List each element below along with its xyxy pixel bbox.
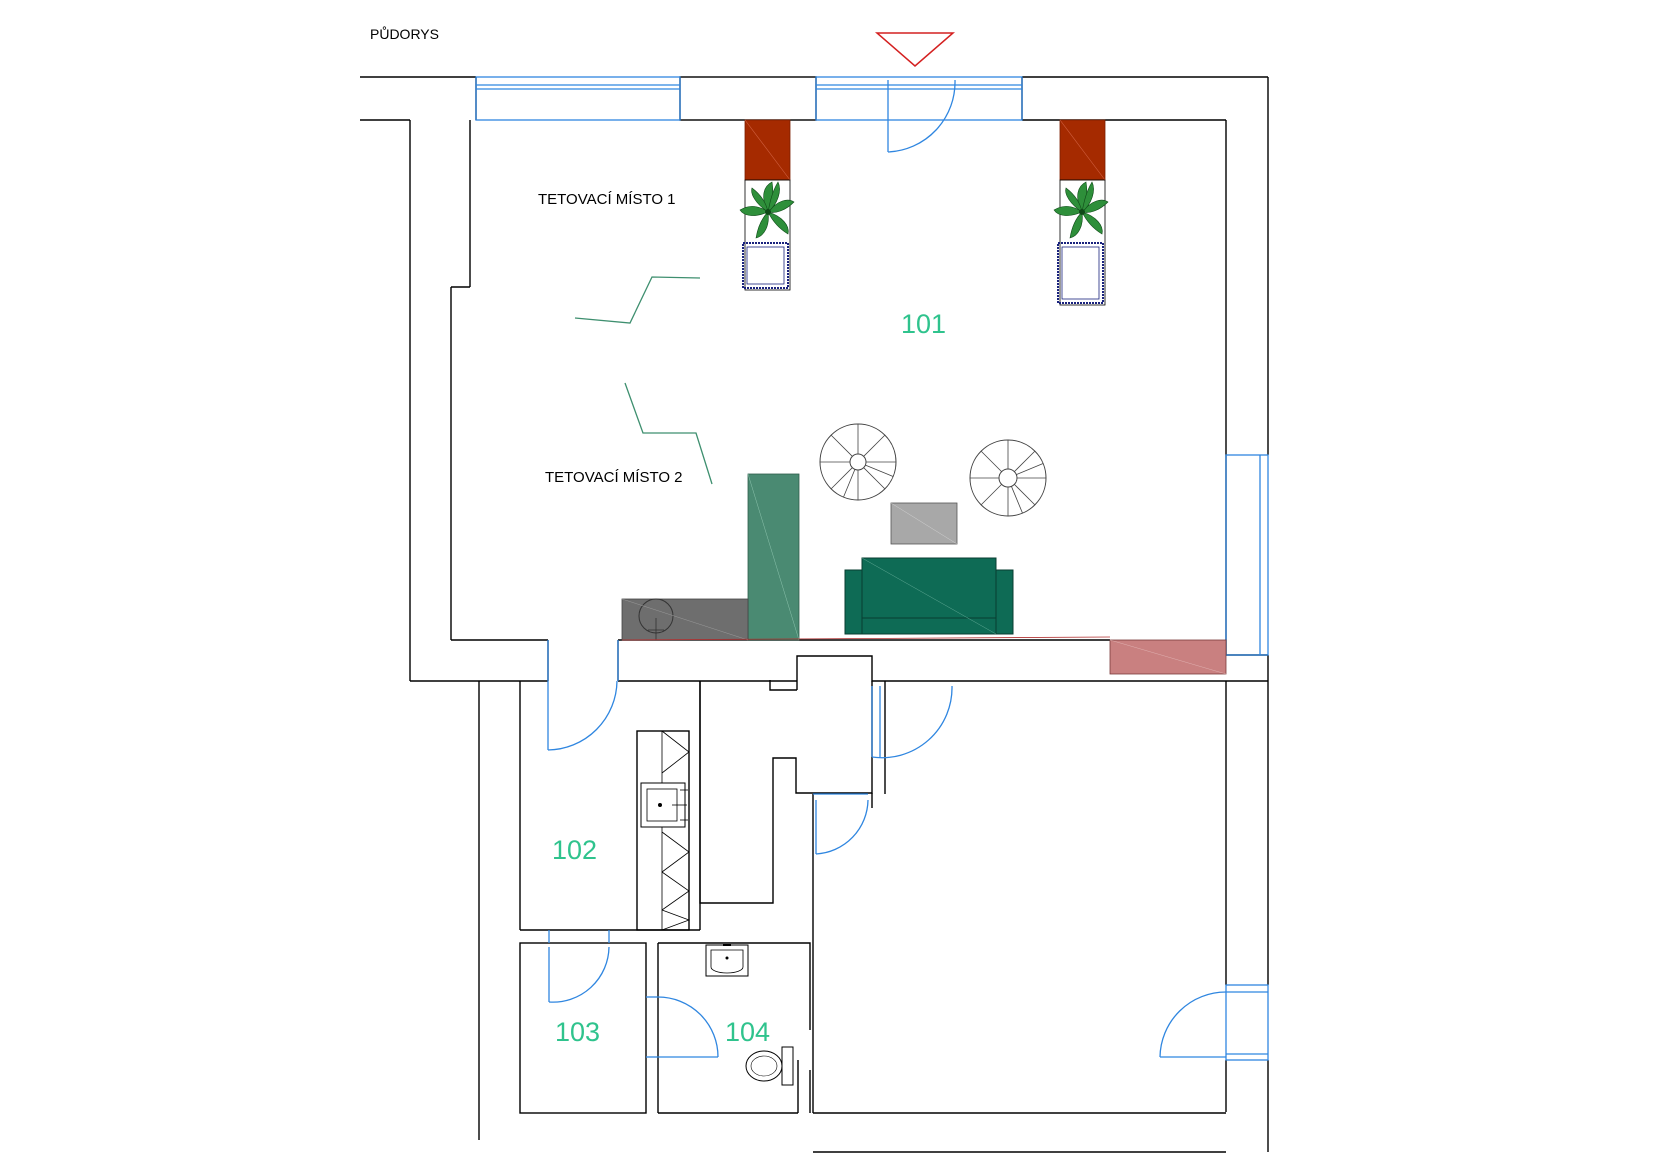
armchair-icon [969,439,1047,517]
partition [624,382,713,485]
toilet-icon [745,1046,794,1086]
partition [574,276,701,324]
armchair-icon [819,423,897,501]
label-tattoo-place-1: TETOVACÍ MÍSTO 1 [538,191,676,208]
sink-icon [640,782,688,828]
room-number-103: 103 [555,1017,600,1047]
room-number-101: 101 [901,309,946,339]
room-number-102: 102 [552,835,597,865]
window-icon [1225,984,1269,1061]
door-swing-icon [1159,991,1227,1058]
door-swing-icon [813,793,869,855]
plant-icon [1053,181,1109,239]
door-swing-icon [548,930,610,1003]
windows [475,76,1269,1061]
door-swing-icon [887,79,956,153]
walls [360,76,1269,1153]
sink-icon [705,944,749,977]
chair [742,242,789,289]
sofa [844,557,1014,635]
window-icon [1225,454,1269,656]
window-icon [475,76,681,121]
door-swing-icon [871,685,953,759]
drawing-title: PŮDORYS [370,25,439,42]
furniture [574,119,1227,1086]
plant-icon [739,181,795,239]
door-swing-icon [646,996,719,1058]
doors [547,79,1227,1058]
label-tattoo-place-2: TETOVACÍ MÍSTO 2 [545,469,683,486]
door-swing-icon [547,640,619,751]
chair [1057,242,1104,304]
room-number-104: 104 [725,1017,770,1047]
window-icon [815,76,1023,121]
entrance-marker-icon [874,32,956,67]
